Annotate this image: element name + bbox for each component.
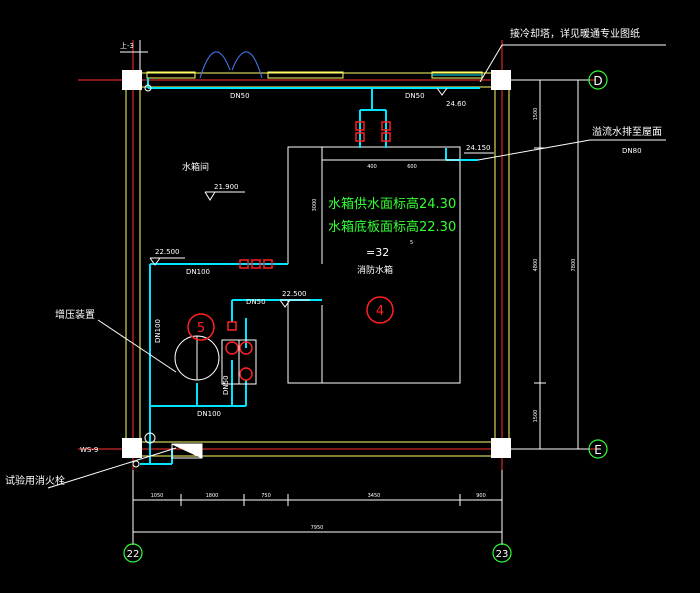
- axis-label-22: 22: [127, 549, 140, 560]
- pipe-dn50-left: DN50: [230, 92, 250, 100]
- fire-water-tank: [287, 146, 461, 384]
- elevation-markers: [149, 87, 494, 308]
- pipe-dn80: DN80: [622, 147, 642, 155]
- riser-tag-bottom: WS-9: [80, 446, 98, 454]
- elevation-22-500-mid: 22.500: [282, 290, 307, 298]
- valves: [225, 121, 391, 381]
- pressure-device-label: 增压装置: [55, 308, 95, 321]
- cooling-tower-note: 接冷却塔，详见暖通专业图纸: [510, 27, 640, 40]
- riser-tag-top: 上-3: [120, 41, 134, 50]
- axis-label-e: E: [594, 443, 602, 457]
- dim-v1: 1500: [533, 108, 539, 121]
- door-arcs: [199, 51, 263, 79]
- elevation-24-60: 24.60: [446, 100, 466, 108]
- dim-750: 750: [261, 493, 271, 499]
- dim-1050: 1050: [151, 493, 164, 499]
- elevation-24-150: 24.150: [466, 144, 491, 152]
- dim-tank-400: 400: [367, 164, 377, 170]
- pump-number: 5: [197, 321, 205, 336]
- water-pipes: [140, 78, 480, 465]
- pipe-dn100-horizontal: DN100: [186, 268, 210, 276]
- tank-top-level: 水箱供水面标高24.30: [328, 196, 456, 212]
- pipe-dn100-vertical: DN100: [154, 319, 162, 343]
- dim-3450: 3450: [368, 493, 381, 499]
- dim-small: 5: [410, 240, 413, 246]
- pipe-dn100-bottom: DN100: [197, 410, 221, 418]
- tank-volume: =32: [366, 246, 389, 259]
- dim-1800: 1800: [206, 493, 219, 499]
- dim-vertical-total: 7800: [571, 259, 577, 272]
- pressure-device: [174, 335, 257, 385]
- pipe-dn50-vertical: DN50: [222, 375, 230, 395]
- dimension-lines: [132, 79, 590, 545]
- dim-tank-600: 600: [407, 164, 417, 170]
- dim-tank-height: 3000: [312, 199, 318, 212]
- tank-number: 4: [376, 304, 384, 319]
- tank-name: 消防水箱: [357, 264, 393, 276]
- dim-v2: 4800: [533, 259, 539, 272]
- top-windows: [146, 71, 483, 79]
- equipment-bubbles: [187, 296, 394, 341]
- overflow-note: 溢流水排至屋面: [592, 125, 662, 138]
- pipe-dn50-mid: DN50: [246, 298, 266, 306]
- axis-label-23: 23: [496, 549, 509, 560]
- elevation-22-500-left: 22.500: [155, 248, 180, 256]
- pipe-dn50-right: DN50: [405, 92, 425, 100]
- axis-label-d: D: [593, 74, 602, 88]
- columns: [122, 70, 511, 458]
- dim-total: 7950: [311, 525, 324, 531]
- pump-room-label: 水箱间: [182, 161, 209, 173]
- axis-bubbles: [123, 70, 608, 563]
- elevation-21-900: 21.900: [214, 183, 239, 191]
- hydrant-label: 试验用消火栓: [5, 474, 65, 487]
- leader-lines: [47, 40, 666, 489]
- dim-900: 900: [476, 493, 486, 499]
- tank-bottom-level: 水箱底板面标高22.30: [328, 219, 456, 235]
- test-hydrant: [132, 84, 203, 468]
- dim-v3: 1500: [533, 410, 539, 423]
